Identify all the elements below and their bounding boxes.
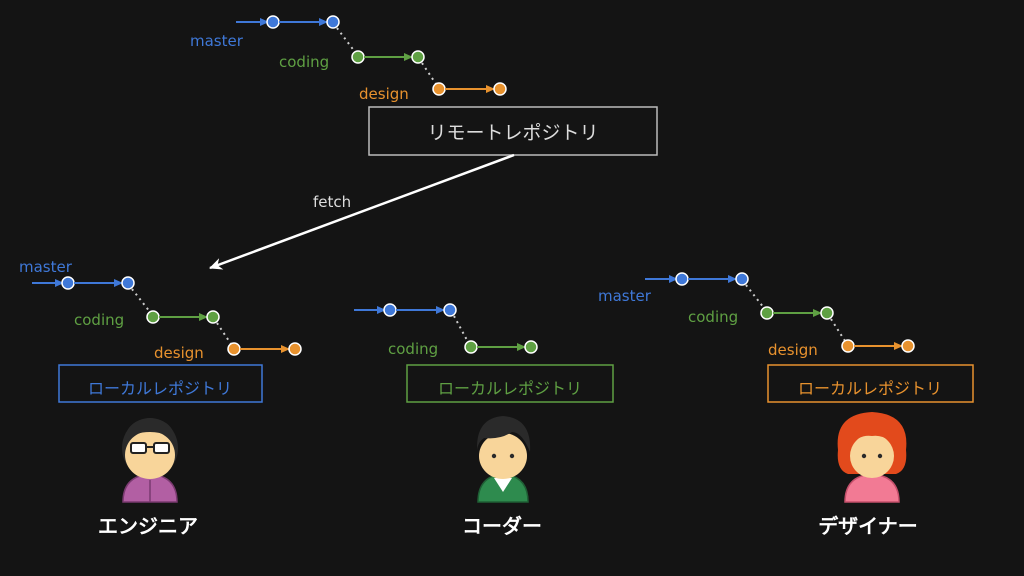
coder-master-commit-2 — [443, 303, 457, 317]
coder-master-coding-link — [453, 315, 469, 343]
designer-coding-commit-2 — [820, 306, 834, 320]
designer-coding-label: coding — [688, 308, 738, 326]
engineer-coding-label: coding — [74, 311, 124, 329]
engineer-design-commit-1 — [227, 342, 241, 356]
engineer-coding-commit-2 — [206, 310, 220, 324]
coder-coding-label: coding — [388, 340, 438, 358]
designer-master-coding-link — [745, 284, 765, 309]
engineer-design-label: design — [154, 344, 204, 362]
engineer-master-label: master — [19, 258, 73, 276]
engineer-avatar-icon — [122, 418, 178, 503]
remote-coding-commit-1 — [351, 50, 365, 64]
coder-commit-graph: coding — [354, 303, 538, 358]
coder-local-repo-label: ローカルレポジトリ — [438, 379, 582, 398]
remote-coding-commit-2 — [411, 50, 425, 64]
remote-design-commit-2 — [493, 82, 507, 96]
engineer-coding-design-link — [216, 322, 232, 345]
coder-name: コーダー — [462, 514, 542, 538]
coder-avatar-icon — [476, 416, 531, 503]
remote-master-commit-1 — [266, 15, 280, 29]
engineer-local-repo-box — [58, 364, 263, 403]
designer-coding-commit-1 — [760, 306, 774, 320]
engineer-name: エンジニア — [98, 514, 198, 538]
engineer-master-commit-1 — [61, 276, 75, 290]
designer-coding-design-link — [830, 318, 846, 342]
designer-commit-graph: master coding design — [598, 272, 915, 359]
remote-design-label: design — [359, 85, 409, 103]
engineer-commit-graph: master coding design — [19, 258, 302, 362]
remote-commit-graph: master coding design — [190, 15, 507, 103]
remote-master-label: master — [190, 32, 244, 50]
coder-coding-commit-2 — [524, 340, 538, 354]
designer-design-commit-1 — [841, 339, 855, 353]
designer-name: デザイナー — [818, 514, 918, 538]
fetch-label: fetch — [313, 193, 351, 211]
designer-master-label: master — [598, 287, 652, 305]
remote-design-commit-1 — [432, 82, 446, 96]
designer-master-commit-2 — [735, 272, 749, 286]
remote-coding-design-link — [421, 62, 437, 85]
engineer-coding-commit-1 — [146, 310, 160, 324]
designer-local-repo-label: ローカルレポジトリ — [798, 379, 942, 398]
engineer-design-commit-2 — [288, 342, 302, 356]
designer-design-commit-2 — [901, 339, 915, 353]
remote-coding-label: coding — [279, 53, 329, 71]
designer-design-label: design — [768, 341, 818, 359]
coder-master-commit-1 — [383, 303, 397, 317]
designer-avatar-icon — [837, 412, 907, 503]
engineer-master-commit-2 — [121, 276, 135, 290]
designer-local-repo-box — [767, 364, 974, 403]
remote-master-coding-link — [336, 27, 356, 53]
coder-local-repo-box — [406, 364, 614, 403]
remote-repository-label: リモートレポジトリ — [427, 122, 598, 144]
coder-coding-commit-1 — [464, 340, 478, 354]
designer-master-commit-1 — [675, 272, 689, 286]
engineer-master-coding-link — [131, 288, 151, 313]
fetch-arrow — [209, 153, 515, 270]
engineer-local-repo-label: ローカルレポジトリ — [88, 379, 232, 398]
remote-master-commit-2 — [326, 15, 340, 29]
